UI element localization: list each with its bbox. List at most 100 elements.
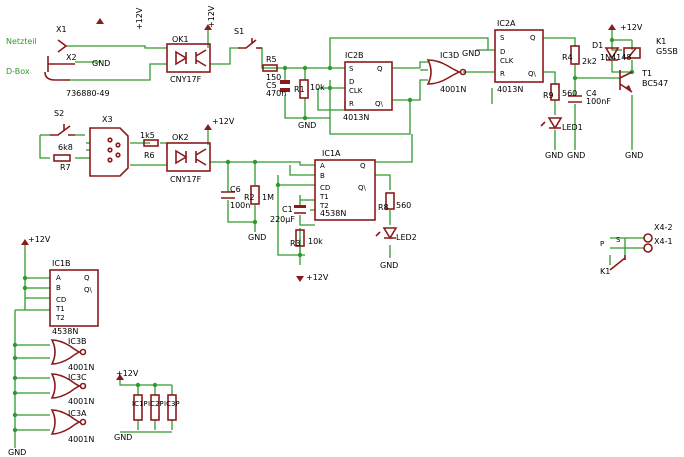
label-r7-val: 6k8 xyxy=(58,143,73,152)
pin-ic1a-qn: Q\ xyxy=(358,184,367,192)
label-t1: T1 xyxy=(641,69,652,78)
pin-ic1b-t1: T1 xyxy=(55,305,65,313)
relay-contact-k1 xyxy=(609,255,626,271)
pin-ic1a-q: Q xyxy=(360,162,366,170)
label-c6-val: 100n xyxy=(230,201,250,210)
label-r8-val: 560 xyxy=(396,201,411,210)
label-ic1a-part: 4538N xyxy=(320,209,346,218)
label-c4: C4 xyxy=(586,89,597,98)
label-v12-5: +12V xyxy=(306,273,329,282)
switch-s2 xyxy=(50,124,75,136)
monoflop-ic1b xyxy=(49,269,99,327)
pin-ic2a-r: R xyxy=(500,70,505,78)
label-s2: S2 xyxy=(54,109,64,118)
label-gnd-10: GND xyxy=(114,433,132,442)
capacitor-c4 xyxy=(568,95,582,103)
label-ic3a: IC3A xyxy=(68,409,87,418)
label-gnd-9: GND xyxy=(8,448,26,457)
label-gnd-2: GND xyxy=(298,121,316,130)
label-ic1b: IC1B xyxy=(52,259,71,268)
resistor-r2 xyxy=(250,185,260,205)
flipflop-ic2a xyxy=(494,29,544,83)
label-x4-1: X4-1 xyxy=(654,237,673,246)
label-ic2a-part: 4013N xyxy=(497,85,523,94)
label-led2: LED2 xyxy=(396,233,417,242)
label-ok2-part: CNY17F xyxy=(170,175,202,184)
label-k1-p: P xyxy=(600,240,604,248)
label-ic2b: IC2B xyxy=(345,51,364,60)
pin-ic1b-t2: T2 xyxy=(55,314,65,322)
label-x1: X1 xyxy=(56,25,67,34)
power-ic1p xyxy=(133,394,143,421)
nor-gate-ic3a xyxy=(50,409,81,435)
label-ic3b-part: 4001N xyxy=(68,363,94,372)
capacitor-c5 xyxy=(280,80,290,92)
label-ic3d: IC3D xyxy=(440,51,459,60)
label-s1: S1 xyxy=(234,27,244,36)
label-r1: R1 xyxy=(294,85,305,94)
label-r8: R8 xyxy=(378,203,389,212)
capacitor-c1 xyxy=(294,205,306,214)
supply-arrow-icon xyxy=(296,276,304,282)
label-k1-s: S xyxy=(616,236,621,244)
pin-ic1b-b: B xyxy=(56,284,61,292)
pin-ic2b-qn: Q\ xyxy=(375,100,384,108)
resistor-r7 xyxy=(53,154,71,162)
label-ok1-part: CNY17F xyxy=(170,75,202,84)
label-v12-4: +12V xyxy=(212,117,235,126)
pin-ic1a-t1: T1 xyxy=(319,193,329,201)
pin-ic1a-a: A xyxy=(320,162,325,170)
pin-ic2b-s: S xyxy=(349,65,354,73)
connector-x3 xyxy=(89,127,129,177)
resistor-r8 xyxy=(385,192,395,210)
label-x3: X3 xyxy=(102,115,113,124)
label-k1-contact: K1 xyxy=(600,267,610,276)
monoflop-ic1a xyxy=(314,159,376,221)
resistor-r4 xyxy=(570,45,580,65)
label-gnd-8: GND xyxy=(380,261,398,270)
label-r4: R4 xyxy=(562,53,573,62)
led-led1 xyxy=(540,117,563,130)
label-c1-val: 220µF xyxy=(270,215,295,224)
connector-x4 xyxy=(643,233,653,253)
label-gnd-3: GND xyxy=(462,49,480,58)
pin-ic2a-d: D xyxy=(500,48,505,56)
pin-ic2a-s: S xyxy=(500,34,505,42)
label-c5: C5 xyxy=(266,81,277,90)
power-ic2p xyxy=(150,394,160,421)
pin-ic2a-q: Q xyxy=(530,34,536,42)
label-x4-2: X4-2 xyxy=(654,223,673,232)
capacitor-c6 xyxy=(221,191,235,199)
label-c4-val: 100nF xyxy=(586,97,611,106)
pin-ic1b-cd: CD xyxy=(56,296,66,304)
pin-ic2b-d: D xyxy=(349,78,354,86)
label-c1: C1 xyxy=(282,205,293,214)
label-r5-val: 150 xyxy=(266,73,281,82)
resistor-r6 xyxy=(143,139,159,147)
switch-s1 xyxy=(238,38,262,49)
pin-ic2b-r: R xyxy=(349,100,354,108)
pin-ic1b-a: A xyxy=(56,274,61,282)
label-r9: R9 xyxy=(543,91,554,100)
label-r6-val: 1k5 xyxy=(140,131,155,140)
power-ic3p xyxy=(167,394,177,421)
optocoupler-ok1 xyxy=(166,43,211,73)
label-r3: R3 xyxy=(290,239,301,248)
pin-ic1a-t2: T2 xyxy=(319,202,329,210)
label-ic3c: IC3C xyxy=(68,373,87,382)
label-ic2p: IC2P xyxy=(148,400,164,408)
label-ic1b-part: 4538N xyxy=(52,327,78,336)
label-v12-7: +12V xyxy=(116,369,139,378)
supply-arrow-icon xyxy=(204,124,212,130)
label-v12-6: +12V xyxy=(28,235,51,244)
label-c5-val: 470n xyxy=(266,89,286,98)
pin-ic2a-clk: CLK xyxy=(500,57,514,65)
label-v12-2: +12V xyxy=(207,5,216,28)
supply-arrow-icon xyxy=(21,239,29,245)
label-gnd-4: GND xyxy=(545,151,563,160)
label-r3-val: 10k xyxy=(308,237,323,246)
labels: Netzteil D-Box X1 X2 736880-49 +12V GND … xyxy=(6,5,678,457)
label-k1-part: G5SB xyxy=(656,47,678,56)
